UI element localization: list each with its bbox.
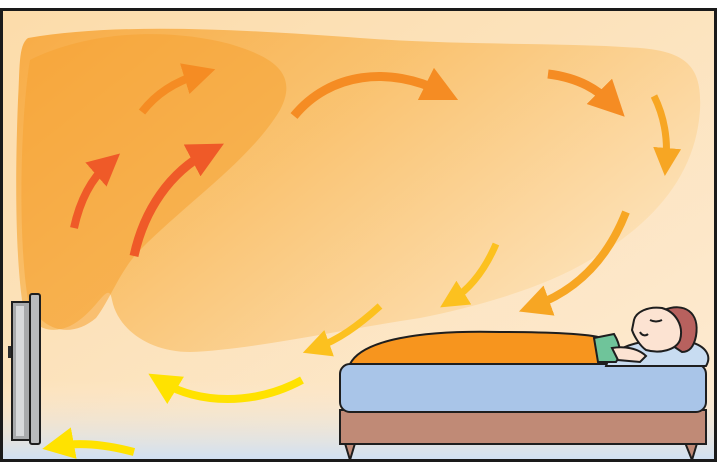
wall-heater [8,293,41,445]
bed [339,363,707,462]
bed-mattress [339,363,707,413]
arrow-descending-right [650,94,682,176]
arrow-upper-left [138,63,216,115]
blanket [348,330,608,365]
arm [610,346,648,364]
bed-frame [339,409,707,445]
convection-arrows [42,63,682,459]
face [630,306,682,353]
frame-border [0,8,717,462]
mouth [639,331,649,337]
arrow-descending-center [518,210,630,316]
arrow-descending-left [302,303,383,357]
arrow-top-right [547,69,625,117]
sleeping-person [348,306,710,367]
arrow-rising-1 [70,153,121,229]
closed-eye [649,319,663,323]
arrow-floor-return [42,427,136,459]
arrow-descending-mid [440,242,500,308]
warm-air-core [21,34,287,330]
arrow-lower-return [148,373,304,404]
arrow-rising-2 [129,143,224,257]
arrow-top-center [290,67,459,119]
